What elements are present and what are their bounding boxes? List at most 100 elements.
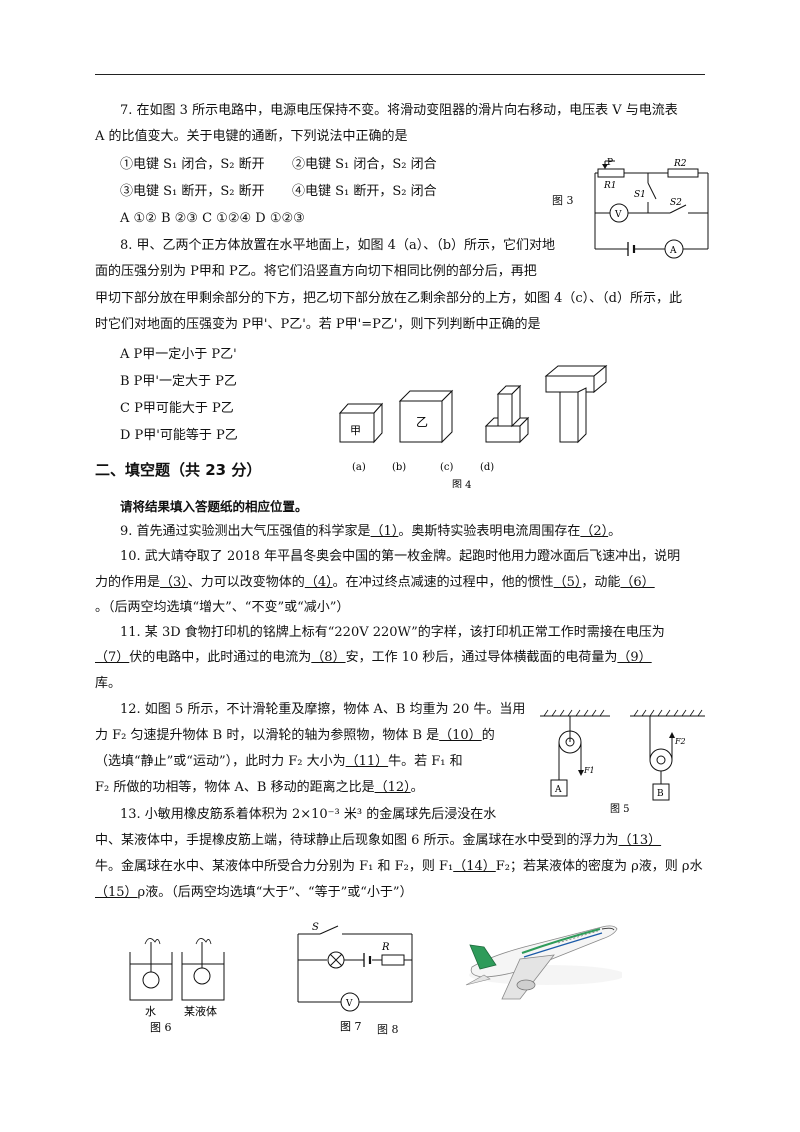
fig5-label-b: B: [657, 789, 664, 799]
airplane-tail: [469, 944, 497, 970]
q8-option-a: A P甲一定小于 P乙': [120, 347, 237, 362]
fig5-label-a: A: [554, 785, 562, 795]
section2-title: 二、填空题（共 23 分）: [95, 461, 262, 479]
fig3-switch-s1: [647, 182, 657, 200]
q12-line4: F₂ 所做的功相等，物体 A、B 移动的距离之比是（12）。: [95, 779, 424, 797]
q12-line2: 力 F₂ 匀速提升物体 B 时，以滑轮的轴为参照物，物体 B 是（10）的: [95, 727, 495, 745]
fig5-movable-pulley: [649, 748, 673, 772]
blank-7: （7）: [95, 650, 130, 665]
q11-text-2: 安，工作 10 秒后，通过导体横截面的电荷量为: [345, 650, 618, 665]
fig6-label-water: 水: [145, 1005, 156, 1018]
q7-line2: A 的比值变大。关于电键的通断，下列说法中正确的是: [95, 129, 408, 144]
fig3-label-v: V: [614, 210, 622, 220]
blank-3: （3）: [160, 575, 188, 590]
q13-line2: 中、某液体中，手提橡皮筋上端，待球静止后现象如图 6 所示。金属球在水中受到的浮…: [95, 832, 661, 850]
fig7-caption: 图 7: [340, 1020, 362, 1033]
fig4-label-d: (d): [480, 462, 494, 473]
fig3-rheostat-r1: [597, 168, 625, 178]
q13-text-2: 牛。金属球在水中、某液体中所受合力分别为 F₁ 和 F₂，则 F₁: [95, 859, 454, 874]
fig3-label-s2: S2: [670, 198, 682, 208]
fig7-label-v: V: [345, 999, 353, 1009]
blank-1: （1）: [370, 524, 399, 539]
q8-option-b: B P甲'一定大于 P乙: [120, 374, 237, 389]
q13-line1: 13. 小敏用橡皮筋系着体积为 2×10⁻³ 米³ 的金属球先后浸没在水: [120, 807, 497, 822]
blank-9: （9）: [617, 650, 652, 665]
q9-text-2: 。奥斯特实验表明电流周围存在: [398, 524, 581, 539]
airplane-illustration: [465, 925, 622, 1000]
q8-option-c: C P甲可能大于 P乙: [120, 401, 234, 416]
q7-choices: A ①② B ②③ C ①②④ D ①②③: [120, 211, 305, 226]
q10-line3: 。（后两空均选填“增大”、“不变”或“减小”）: [95, 600, 350, 615]
fig6-caption: 图 6: [150, 1021, 172, 1034]
q8-line2: 面的压强分别为 P甲和 P乙。将它们沿竖直方向切下相同比例的部分后，再把: [95, 264, 537, 279]
q10-text-2: 、力可以改变物体的: [187, 575, 305, 590]
q11-line1: 11. 某 3D 食物打印机的铭牌上标有“220V 220W”的字样，该打印机正…: [120, 625, 665, 640]
blank-15: （15）: [95, 885, 138, 900]
blank-2: （2）: [580, 524, 609, 539]
q12-line3: （选填“静止”或“运动”），此时力 F₂ 大小为（11）牛。若 F₁ 和: [95, 753, 463, 771]
fig4-label-a: (a): [352, 462, 366, 473]
q10-text-3: 。在冲过终点减速的过程中，他的惯性: [332, 575, 554, 590]
q10-line1: 10. 武大靖夺取了 2018 年平昌冬奥会中国的第一枚金牌。起跑时他用力蹬冰面…: [120, 549, 681, 564]
fig3-label-a: A: [669, 246, 677, 256]
fig7-label-r: R: [381, 942, 390, 953]
q8-line3: 甲切下部分放在甲剩余部分的下方，把乙切下部分放在乙剩余部分的上方，如图 4（c）…: [95, 291, 683, 306]
q7-option4: ④电键 S₁ 断开，S₂ 闭合: [292, 184, 437, 199]
fig3-label-r1: R1: [603, 181, 617, 191]
blank-5: （5）: [553, 575, 582, 590]
q12-text-5: F₂ 所做的功相等，物体 A、B 移动的距离之比是: [95, 780, 375, 795]
fig7-label-s: S: [312, 922, 319, 933]
fig6-beakers-diagram: 水 某液体 图 6: [129, 938, 225, 1034]
blank-12: （12）: [374, 780, 411, 795]
q10-line2: 力的作用是（3）、力可以改变物体的（4）。在冲过终点减速的过程中，他的惯性（5）…: [95, 574, 655, 592]
fig3-resistor-r2: [667, 168, 699, 178]
fig6-label-liquid: 某液体: [184, 1004, 217, 1018]
q12-text-1: 力 F₂ 匀速提升物体 B 时，以滑轮的轴为参照物，物体 B 是: [95, 728, 440, 743]
header-rule: [95, 74, 705, 75]
fig5-label-f2: F2: [674, 737, 686, 746]
fig6-beaker-water: [129, 952, 173, 1001]
q12-text-3: （选填“静止”或“运动”），此时力 F₂ 大小为: [95, 754, 346, 769]
q13-text-3: F₂；若某液体的密度为 ρ液，则 ρ水: [495, 859, 703, 874]
q8-line4: 时它们对地面的压强变为 P甲'、P乙'。若 P甲'=P乙'，则下列判断中正确的是: [95, 317, 541, 332]
fig6-beaker-liquid: [181, 952, 225, 1001]
q7-line1: 7. 在如图 3 所示电路中，电源电压保持不变。将滑动变阻器的滑片向右移动，电压…: [120, 103, 678, 118]
airplane-wing: [501, 954, 555, 1000]
q10-text-4: ，动能: [581, 575, 621, 590]
q11-line3: 库。: [95, 676, 122, 691]
blank-13: （13）: [618, 833, 662, 848]
q10-text-1: 力的作用是: [95, 575, 161, 590]
fig6-ball-liquid: [193, 967, 211, 985]
fig5-block-a: [550, 779, 568, 797]
blank-10: （10）: [439, 728, 482, 743]
blank-14: （14）: [453, 859, 496, 874]
fig3-label-p: P: [607, 158, 613, 168]
q8-option-d: D P甲'可能等于 P乙: [120, 428, 238, 443]
blank-8: （8）: [311, 650, 346, 665]
q11-line2: （7）伏的电路中，此时通过的电流为（8）安，工作 10 秒后，通过导体横截面的电…: [95, 649, 652, 667]
blank-11: （11）: [345, 754, 389, 769]
fig4-caption: 图 4: [452, 479, 472, 488]
fig4-label-b: (b): [392, 462, 406, 473]
fig6-ball-water: [142, 971, 160, 989]
blank-6: （6）: [620, 575, 655, 590]
q8-line1: 8. 甲、乙两个正方体放置在水平地面上，如图 4（a）、（b）所示，它们对地: [120, 238, 556, 253]
fig4-cubes-diagram: 甲 乙 (a) (b) (c) (d) 图 4: [338, 364, 608, 488]
fig4-label-jia: 甲: [350, 424, 361, 437]
fig3-switch-s2: [669, 204, 687, 214]
fig3-label-r2: R2: [673, 159, 687, 169]
fig5-block-b: [652, 783, 670, 801]
q12-line1: 12. 如图 5 所示，不计滑轮重及摩擦，物体 A、B 均重为 20 牛。当用: [120, 702, 526, 717]
q13-line4: （15）ρ液。（后两空均选填“大于”、“等于”或“小于”）: [95, 884, 413, 902]
fig5-pulleys-diagram: A B F1 F2 图 5: [540, 709, 705, 814]
fig3-caption: 图 3: [552, 194, 574, 207]
q12-text-6: 。: [410, 780, 424, 795]
q12-text-2: 的: [481, 728, 495, 743]
blank-4: （4）: [304, 575, 333, 590]
q7-option1: ①电键 S₁ 闭合，S₂ 断开: [120, 157, 265, 172]
q9-text-1: 9. 首先通过实验测出大气压强值的科学家是: [120, 524, 371, 539]
fig7-resistor: [381, 954, 405, 966]
fig8-caption: 图 8: [377, 1023, 399, 1036]
q11-text-1: 伏的电路中，此时通过的电流为: [129, 650, 312, 665]
fig3-circuit-diagram: P R1 R2 S1 S2 V A: [594, 158, 709, 259]
